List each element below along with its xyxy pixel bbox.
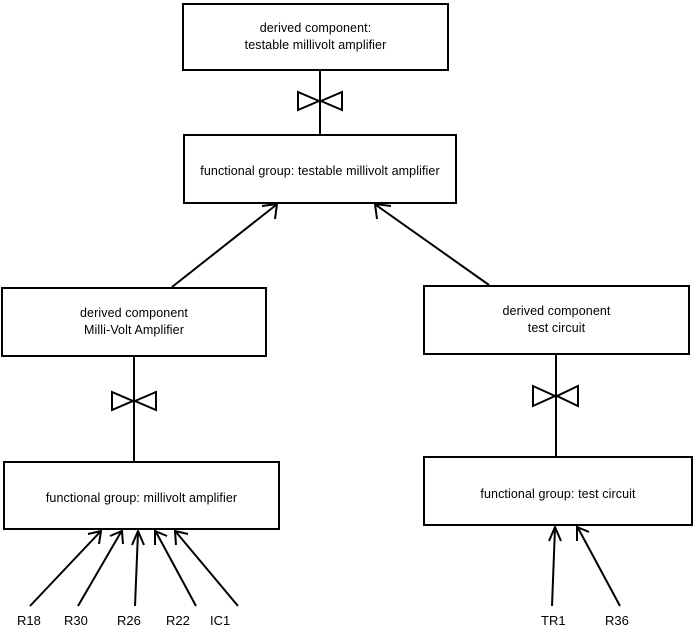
connector-arrow-r30 [77, 529, 124, 607]
connector-agg-left [171, 202, 279, 288]
connector-realization-right [532, 355, 579, 456]
connector-arrow-tr1 [548, 524, 562, 607]
node-label-line1: functional group: test circuit [480, 487, 636, 501]
connector-arrow-r26 [131, 528, 145, 607]
leaf-label-ic1[interactable]: IC1 [210, 613, 231, 628]
node-label-line2: Milli-Volt Amplifier [84, 323, 184, 337]
connector-arrow-r36 [576, 525, 621, 607]
node-label-line2: test circuit [527, 321, 586, 335]
leaf-label-r30[interactable]: R30 [64, 613, 88, 628]
connector-arrow-r18 [29, 529, 103, 607]
node-functional-group-test-circuit[interactable]: functional group: test circuit [423, 456, 693, 526]
bowtie-icon [111, 390, 157, 412]
leaf-label-r26[interactable]: R26 [117, 613, 141, 628]
node-label-line2: testable millivolt amplifier [244, 38, 387, 52]
leaf-label-r18[interactable]: R18 [17, 613, 41, 628]
node-derived-component-test-circuit[interactable]: derived component test circuit [423, 285, 690, 355]
bowtie-icon [532, 384, 579, 408]
connector-arrow-ic1 [173, 529, 239, 607]
connector-arrow-r22 [154, 529, 197, 607]
node-label-line1: functional group: millivolt amplifier [45, 491, 238, 505]
node-label-line1: derived component [79, 306, 189, 320]
node-label-line1: functional group: testable millivolt amp… [200, 164, 440, 178]
node-label-line1: derived component [502, 304, 611, 318]
node-functional-group-testable-millivolt-amplifier[interactable]: functional group: testable millivolt amp… [183, 134, 457, 204]
node-functional-group-millivolt-amplifier[interactable]: functional group: millivolt amplifier [3, 461, 280, 530]
leaf-label-r22[interactable]: R22 [166, 613, 190, 628]
connector-agg-right [373, 202, 490, 286]
bowtie-icon [297, 90, 343, 112]
node-label-line1: derived component: [259, 21, 372, 35]
connector-realization-top [297, 71, 343, 134]
node-derived-component-milli-volt-amplifier[interactable]: derived component Milli-Volt Amplifier [1, 287, 267, 357]
node-derived-component-testable-millivolt-amplifier[interactable]: derived component: testable millivolt am… [182, 3, 449, 71]
connector-realization-left [111, 357, 157, 461]
leaf-label-tr1[interactable]: TR1 [541, 613, 566, 628]
leaf-label-r36[interactable]: R36 [605, 613, 629, 628]
